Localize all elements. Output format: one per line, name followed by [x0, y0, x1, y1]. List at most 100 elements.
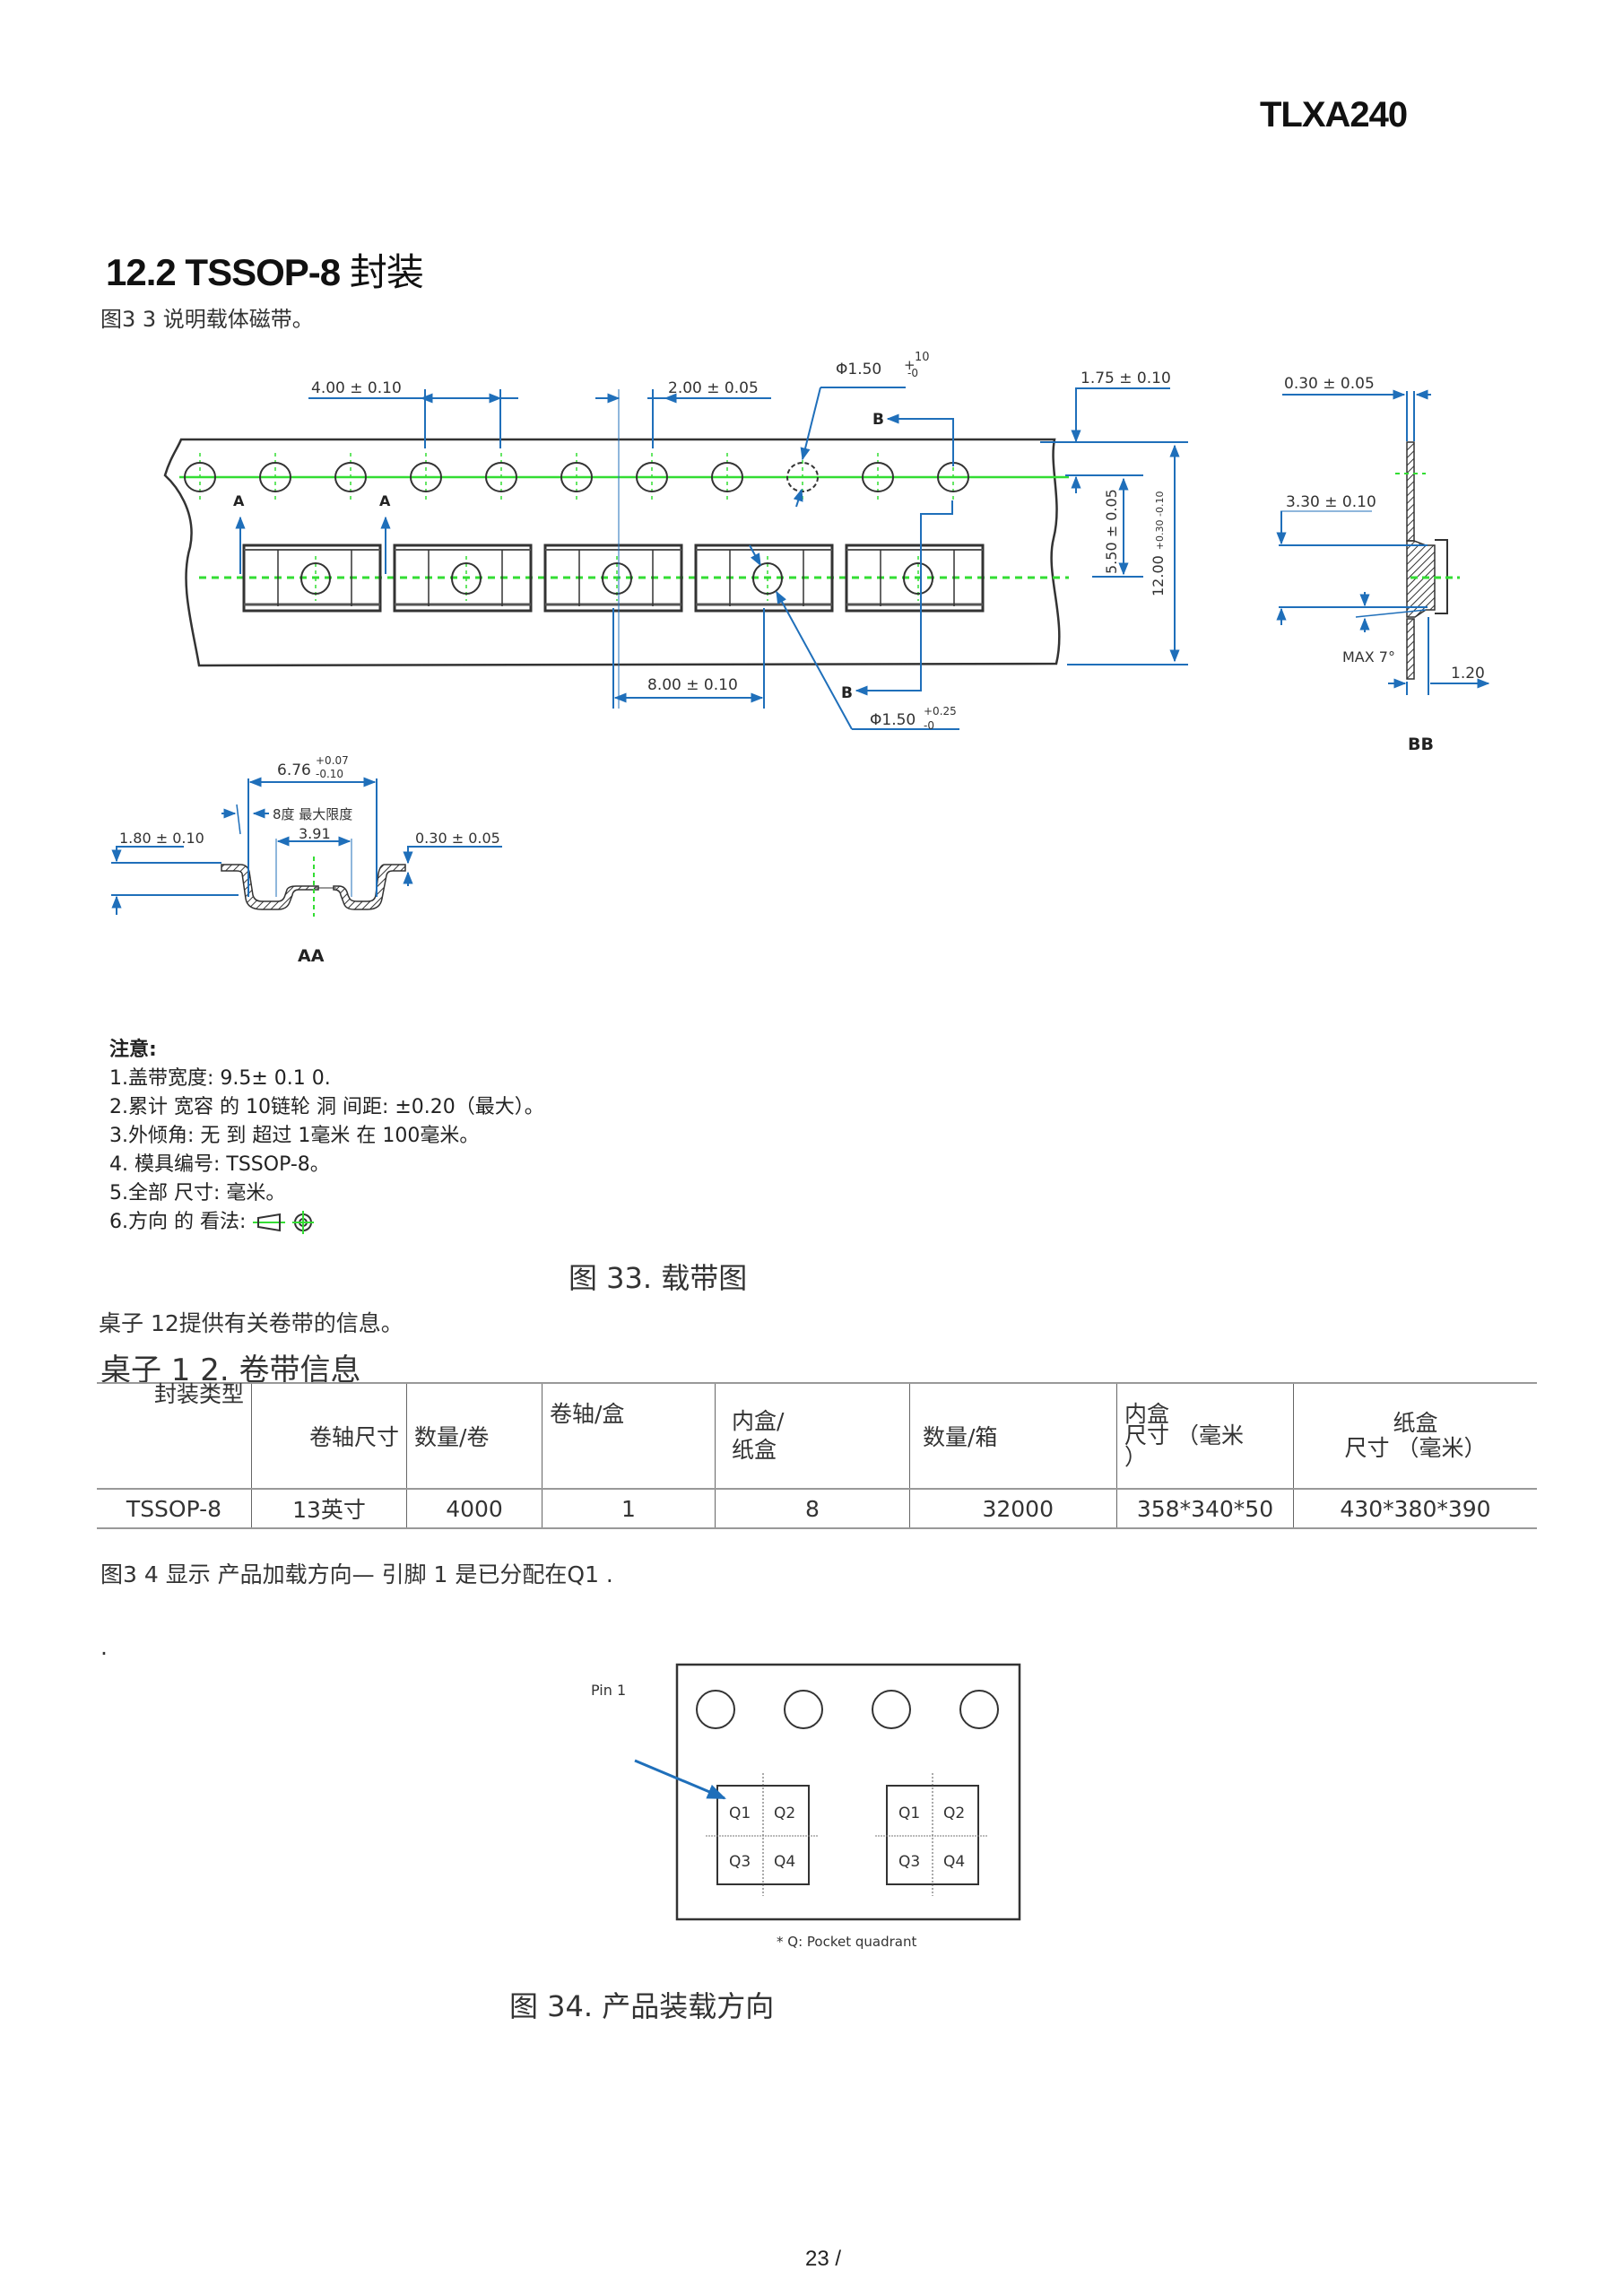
section-package: TSSOP-8: [185, 251, 341, 293]
bb-thickness-text: 0.30 ± 0.05: [1284, 375, 1375, 393]
cell-reel-size: 13英寸: [251, 1489, 407, 1528]
aa-pocket-width-text: 6.76: [277, 761, 311, 779]
pocket: [242, 544, 382, 613]
dim-text-pocket-hole-plus: +0.25: [924, 705, 957, 718]
sprocket-holes: [184, 453, 969, 502]
aa-inner-width-text: 3.91: [299, 825, 331, 842]
sprocket-hole: [184, 453, 216, 502]
page-number: 23 /: [805, 2247, 842, 2271]
cell-qty-per-reel: 4000: [406, 1489, 542, 1528]
quadrant-label: Q2: [774, 1805, 795, 1822]
tape-section-outline: [675, 1663, 1021, 1921]
sprocket-hole: [711, 453, 743, 502]
aa-thickness-text: 0.30 ± 0.05: [415, 830, 500, 847]
quadrant-label: Q3: [729, 1853, 751, 1871]
dim-text-sprocket-hole-plus: +: [904, 357, 916, 373]
sprocket-hole: [560, 453, 593, 502]
dim-text-hole-to-pocket: 2.00 ± 0.05: [668, 379, 759, 397]
cell-reels-per-box: 1: [542, 1489, 716, 1528]
cell-carton-size: 430*380*390: [1293, 1489, 1537, 1528]
sprocket-hole: [636, 453, 668, 502]
aa-depth-text: 1.80 ± 0.10: [119, 830, 204, 847]
tape-outline: [163, 438, 1061, 667]
figure34-caption: 图 34. 产品装载方向: [509, 1989, 775, 2023]
quadrant-footnote: * Q: Pocket quadrant: [777, 1934, 916, 1950]
col-header: 数量/卷: [406, 1382, 542, 1489]
bb-draft-text: MAX 7°: [1342, 648, 1395, 665]
table-row: TSSOP-8 13英寸 4000 1 8 32000 358*340*50 4…: [97, 1489, 1537, 1528]
stray-dot: .: [100, 1634, 108, 1660]
pocket: [845, 544, 985, 613]
section-title-cjk: 封装: [349, 250, 424, 294]
quadrant-label: Q4: [774, 1853, 795, 1871]
dim-hole-to-pocket: [595, 389, 771, 709]
sprocket-hole: [334, 453, 367, 502]
dim-text-sprocket-pitch: 4.00 ± 0.10: [311, 379, 402, 397]
sprocket-hole: [784, 1690, 823, 1729]
section-bb-drawing: 0.30 ± 0.05 3.30 ± 0.10 MAX 7° 1.20 BB: [1276, 375, 1490, 754]
aa-pocket-width-minus: -0.10: [316, 768, 343, 780]
reel-info-table: 封装类型 卷轴尺寸 数量/卷 卷轴/盒 内盒/ 纸盒 数量/箱 内盒 尺寸 （毫…: [97, 1382, 1537, 1529]
aa-label: AA: [298, 946, 325, 966]
cell-inner-per-carton: 8: [715, 1489, 910, 1528]
projection-symbol-icon: [253, 1211, 315, 1234]
sprocket-hole: [485, 453, 517, 502]
col-header: 内盒/ 纸盒: [715, 1382, 910, 1489]
cell-qty-per-carton: 32000: [909, 1489, 1117, 1528]
dim-text-sprocket-hole: Φ1.50: [836, 361, 881, 378]
sprocket-hole: [959, 1690, 999, 1729]
col-header: 卷轴/盒: [542, 1382, 716, 1489]
sprocket-hole: [259, 453, 291, 502]
bb-offset-text: 1.20: [1451, 665, 1485, 683]
bb-label: BB: [1408, 735, 1434, 754]
section-b-label-bottom: B: [841, 684, 853, 702]
col-header: 纸盒 尺寸 （毫米）: [1293, 1382, 1537, 1489]
dim-text-hole-to-pocket-center: 5.50 ± 0.05: [1103, 489, 1120, 574]
section-a-label-2: A: [379, 492, 391, 509]
col-header: 内盒 尺寸 （毫米 ）: [1116, 1382, 1294, 1489]
note-item: 1.盖带宽度: 9.5± 0.1 0.: [109, 1067, 331, 1090]
section-title: 12.2 TSSOP-8 封装: [106, 242, 424, 297]
aa-draft-text: 8度 最大限度: [273, 806, 352, 822]
quadrant-label: Q3: [898, 1853, 920, 1871]
dim-pocket-pitch: [612, 608, 765, 709]
quadrant-label: Q1: [729, 1805, 751, 1822]
cell-inner-box-size: 358*340*50: [1116, 1489, 1294, 1528]
document-id: TLXA240: [1260, 95, 1408, 135]
sprocket-hole: [872, 1690, 911, 1729]
pockets: [242, 544, 985, 613]
quadrant-label: Q4: [943, 1853, 965, 1871]
dim-text-edge-to-hole: 1.75 ± 0.10: [1081, 370, 1171, 387]
dim-pocket-hole-dia: [749, 544, 959, 730]
table-header-row: 封装类型 卷轴尺寸 数量/卷 卷轴/盒 内盒/ 纸盒 数量/箱 内盒 尺寸 （毫…: [97, 1382, 1537, 1489]
dim-sprocket-hole-dia: [793, 387, 906, 508]
dim-text-pocket-hole: Φ1.50: [870, 711, 916, 729]
pocket: [694, 544, 834, 613]
notes-block: 注意: 1.盖带宽度: 9.5± 0.1 0. 2.累计 宽容 的 10链轮 洞…: [109, 1036, 544, 1237]
col-header: 数量/箱: [909, 1382, 1117, 1489]
table-intro: 桌子 12提供有关卷带的信息。: [99, 1310, 404, 1336]
cell-package: TSSOP-8: [97, 1489, 252, 1528]
pin1-label: Pin 1: [591, 1682, 626, 1699]
section-b-arrows: [855, 413, 954, 696]
quadrant-label: Q1: [898, 1805, 920, 1822]
section-b-label-top: B: [872, 411, 884, 429]
aa-pocket-width-plus: +0.07: [316, 754, 349, 767]
pin1-arrow: [634, 1759, 726, 1800]
dim-text-tape-width: 12.00+0.30 -0.10: [1150, 491, 1167, 596]
col-header: 封装类型: [97, 1382, 252, 1489]
sprocket-holes: [696, 1690, 999, 1729]
section-number: 12.2: [106, 251, 177, 293]
figure33-caption: 图 33. 载带图: [568, 1261, 748, 1295]
sprocket-hole: [862, 453, 894, 502]
dim-vertical: [1040, 387, 1188, 665]
notes-heading: 注意:: [109, 1039, 157, 1061]
sprocket-hole: [696, 1690, 735, 1729]
dim-text-sprocket-hole-sup: 10: [915, 351, 930, 364]
note-item-6: 6.方向 的 看法:: [109, 1208, 544, 1237]
note-item: 3.外倾角: 无 到 超过 1毫米 在 100毫米。: [109, 1125, 480, 1147]
pocket: [393, 544, 533, 613]
section-aa-drawing: 6.76 +0.07 -0.10 8度 最大限度 3.91 1.80 ± 0.1…: [111, 754, 502, 966]
